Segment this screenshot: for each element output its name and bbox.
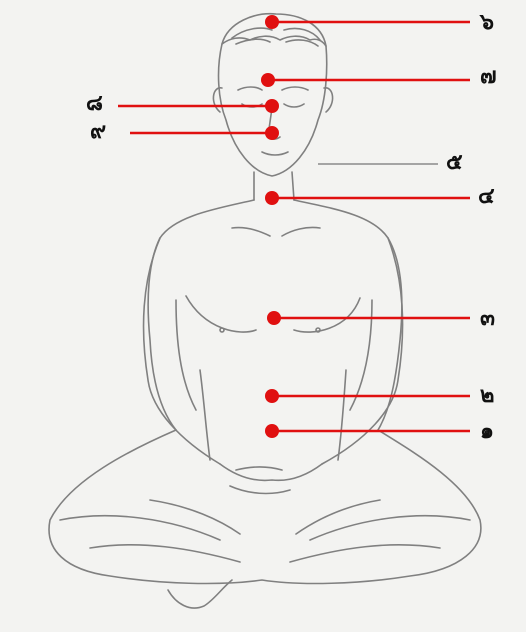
- point-label-7: ๗: [480, 66, 497, 88]
- point-label-6: ๖: [480, 12, 494, 34]
- marker-dot-8: [265, 99, 279, 113]
- point-label-8: ๘: [86, 93, 103, 115]
- marker-dot-1: [265, 424, 279, 438]
- point-label-1: ๑: [480, 421, 494, 443]
- marker-dot-9: [265, 126, 279, 140]
- marker-dot-2: [265, 389, 279, 403]
- marker-dot-6: [265, 15, 279, 29]
- marker-dot-3: [267, 311, 281, 325]
- marker-dot-7: [261, 73, 275, 87]
- marker-dot-4: [265, 191, 279, 205]
- point-label-5: ๕: [446, 152, 463, 174]
- point-label-3: ๓: [480, 308, 495, 330]
- point-label-2: ๒: [480, 385, 495, 407]
- point-label-9: ๙: [90, 121, 106, 143]
- point-label-4: ๔: [478, 186, 495, 208]
